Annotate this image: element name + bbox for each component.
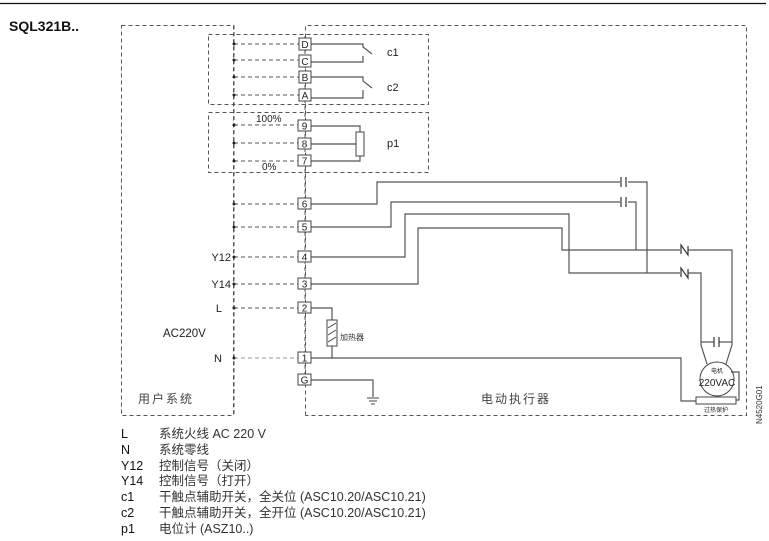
p1-label: p1 xyxy=(387,138,399,150)
terminal-9 xyxy=(297,119,312,132)
c1-label: c1 xyxy=(387,47,399,59)
terminal-5 xyxy=(297,220,312,233)
actuator-box xyxy=(305,25,747,416)
svg-text:2: 2 xyxy=(302,304,308,315)
svg-text:7: 7 xyxy=(302,157,308,168)
svg-text:6: 6 xyxy=(302,200,308,211)
doc-code: N4520G01 xyxy=(755,385,764,424)
legend-row: c2 干触点辅助开关，全开位 (ASC10.20/ASC10.21) xyxy=(121,506,426,522)
legend-row: Y12 控制信号（关闭） xyxy=(121,459,426,475)
bus-dots xyxy=(232,42,236,360)
legend-key: Y14 xyxy=(121,474,144,489)
legend-row: Y14 控制信号（打开） xyxy=(121,474,426,490)
legend-key: c1 xyxy=(121,490,135,505)
actuator-label: 电动执行器 xyxy=(481,392,551,406)
svg-text:1: 1 xyxy=(302,354,308,365)
svg-text:5: 5 xyxy=(302,223,308,234)
thermal-protection-box xyxy=(695,396,737,405)
svg-text:A: A xyxy=(302,91,309,102)
capacitor-icon xyxy=(620,177,627,207)
thermal-protection-label: 过热保护 xyxy=(704,406,728,414)
legend-row: L 系统火线 AC 220 V xyxy=(121,427,426,443)
svg-text:4: 4 xyxy=(302,253,308,264)
signal-wires xyxy=(311,181,733,345)
switch-c1 xyxy=(311,43,373,63)
terminal-7 xyxy=(297,154,312,167)
signal-connection-lines xyxy=(234,203,298,359)
aux-switch-group-box xyxy=(208,34,429,105)
terminal-A xyxy=(298,88,312,102)
page-title: SQL321B.. xyxy=(9,18,80,34)
svg-text:C: C xyxy=(301,57,308,68)
neutral-wire xyxy=(311,357,696,402)
svg-text:G: G xyxy=(301,376,309,387)
terminal-block: D C B A 9 8 7 6 5 4 3 2 1 G xyxy=(297,37,312,387)
terminal-3 xyxy=(297,277,312,290)
pot-0-label: 0% xyxy=(262,162,277,173)
c2-label: c2 xyxy=(387,82,399,94)
svg-text:B: B xyxy=(302,73,309,84)
limit-switch-icon xyxy=(680,243,689,280)
user-system-label: 用户系统 xyxy=(138,391,194,406)
motor-label: 电机 xyxy=(711,367,723,375)
legend-desc: 系统零线 xyxy=(159,442,210,457)
terminal-4 xyxy=(297,250,312,263)
legend-key: Y12 xyxy=(121,458,144,473)
terminal-2 xyxy=(297,301,312,314)
terminal-D xyxy=(298,37,312,51)
potentiometer-p1 xyxy=(311,125,365,162)
user-system-box xyxy=(121,25,234,416)
l-label: L xyxy=(216,303,222,315)
y14-label: Y14 xyxy=(211,279,231,291)
switch-c2 xyxy=(311,76,373,99)
heater-label: 加热器 xyxy=(340,332,364,342)
pot-connection-lines xyxy=(234,124,298,162)
legend: L 系统火线 AC 220 V N 系统零线 Y12 控制信号（关闭） Y14 控制信号… xyxy=(121,427,426,538)
legend-desc: 干触点辅助开关，全关位 (ASC10.20/ASC10.21) xyxy=(159,490,426,505)
legend-key: N xyxy=(121,442,131,457)
terminal-6 xyxy=(297,197,312,210)
legend-desc: 控制信号（打开） xyxy=(159,474,260,489)
legend-row: N 系统零线 xyxy=(121,443,426,459)
legend-desc: 干触点辅助开关，全开位 (ASC10.20/ASC10.21) xyxy=(159,505,426,520)
n-label: N xyxy=(214,353,222,365)
legend-desc: 电位计 (ASZ10..) xyxy=(159,521,254,536)
legend-desc: 控制信号（关闭） xyxy=(159,458,260,473)
legend-row: p1 电位计 (ASZ10..) xyxy=(121,522,426,538)
terminal-1 xyxy=(297,351,312,364)
motor-voltage-label: 220VAC xyxy=(699,378,736,389)
ground-icon xyxy=(311,379,379,405)
terminal-B xyxy=(298,70,312,84)
heater xyxy=(311,307,338,358)
legend-key: p1 xyxy=(121,521,135,536)
terminal-8 xyxy=(297,137,312,150)
motor-icon xyxy=(699,361,735,397)
legend-key: L xyxy=(121,427,128,441)
y12-label: Y12 xyxy=(211,252,231,264)
legend-key: c2 xyxy=(121,505,135,520)
svg-text:3: 3 xyxy=(302,280,308,291)
svg-text:8: 8 xyxy=(302,140,308,151)
supply-label: AC220V xyxy=(163,328,206,340)
pot-100-label: 100% xyxy=(256,114,282,125)
svg-text:D: D xyxy=(301,40,308,51)
legend-desc: 系统火线 AC 220 V xyxy=(159,427,266,441)
svg-text:9: 9 xyxy=(302,122,308,133)
legend-row: c1 干触点辅助开关，全关位 (ASC10.20/ASC10.21) xyxy=(121,490,426,506)
motor-capacitor xyxy=(700,337,733,365)
terminal-C xyxy=(298,54,312,68)
terminal-G xyxy=(297,373,312,386)
aux-connection-lines xyxy=(234,43,299,96)
